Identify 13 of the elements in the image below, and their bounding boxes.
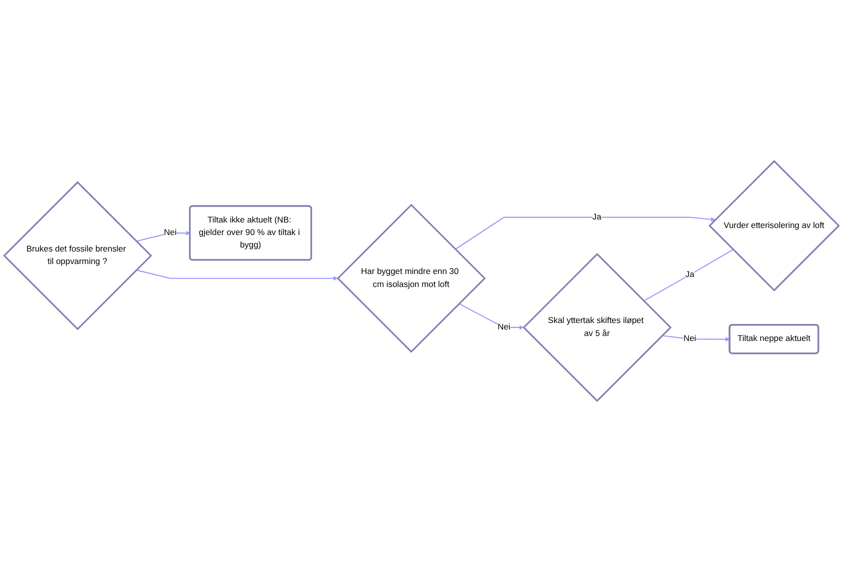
node-diamond: Har bygget mindre enn 30 cm isolasjon mot loft <box>336 204 486 353</box>
edge-label: Nei <box>498 322 510 332</box>
arrow <box>136 270 338 281</box>
edge-label: Nei <box>164 228 177 238</box>
connector <box>644 249 734 302</box>
edge-label: Ja <box>592 212 602 222</box>
edge-label: Ja <box>685 270 694 280</box>
arrow <box>455 216 716 250</box>
edge-label: Nei <box>683 334 696 344</box>
node-diamond: Brukes det fossile brensler til oppvarming ? <box>3 181 152 330</box>
node-diamond: Skal yttertak skiftes iløpet av 5 år <box>522 252 672 402</box>
arrow <box>662 335 730 342</box>
node-diamond: Vurder etterisolering av loft <box>708 160 840 292</box>
